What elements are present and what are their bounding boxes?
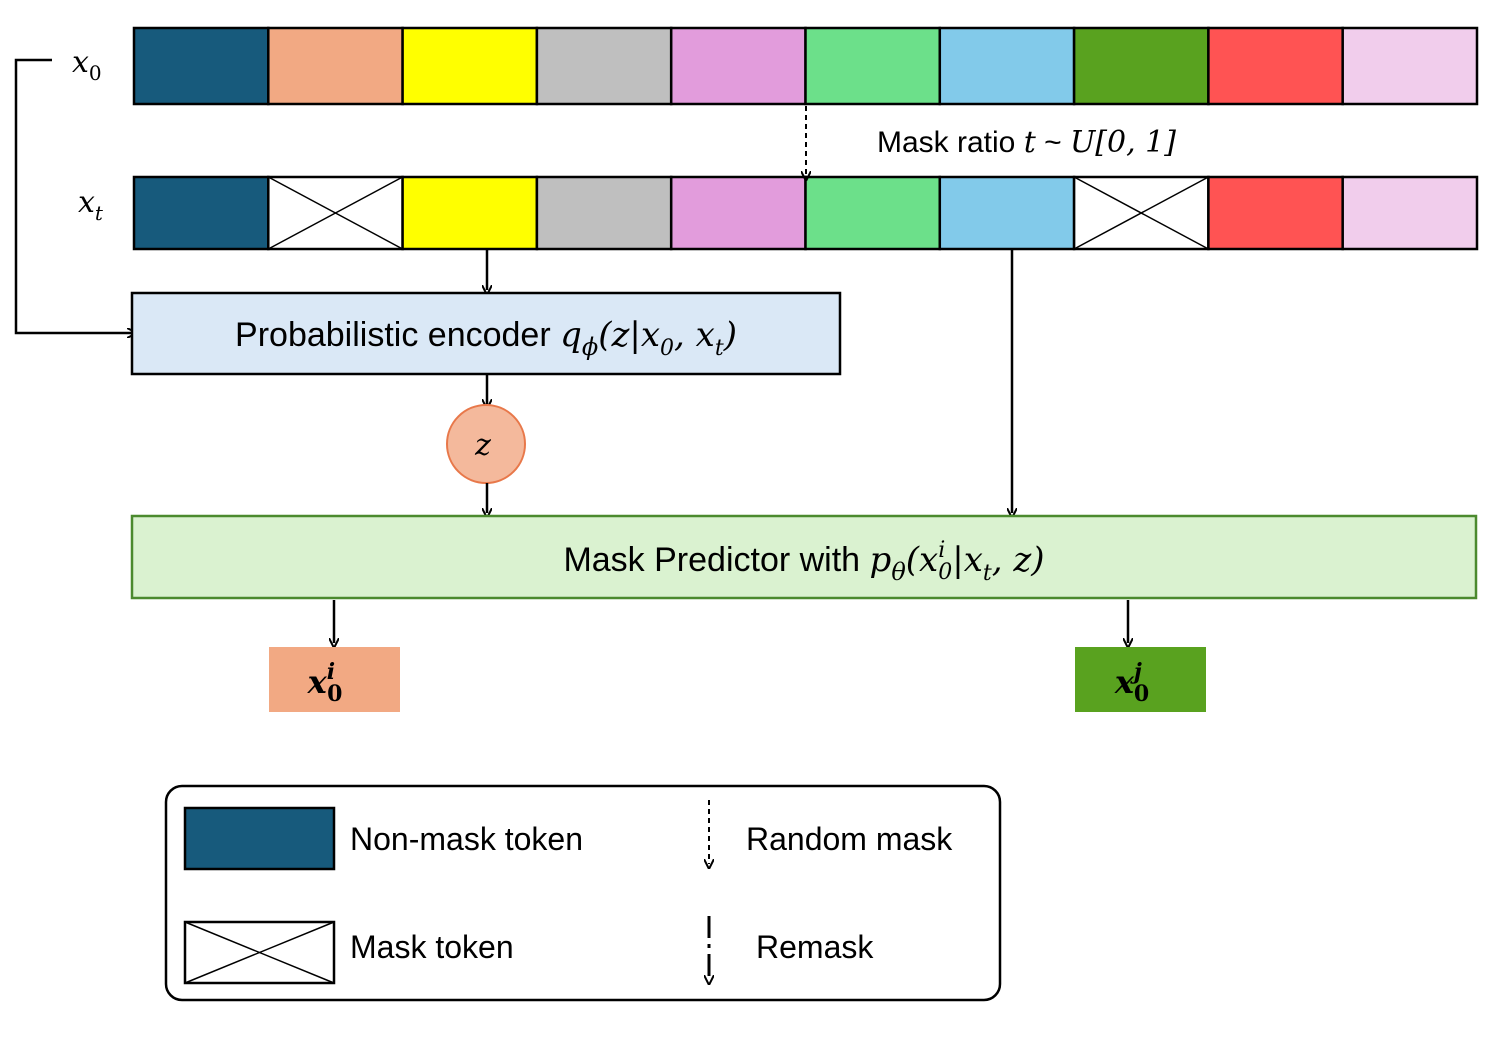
xt-mask-token: [1072, 175, 1210, 251]
xt-token: [804, 175, 942, 251]
x0-row-label: x0: [72, 45, 102, 85]
x0-token: [535, 26, 673, 106]
legend-mask-label: Mask token: [350, 929, 514, 965]
xt-token: [1207, 175, 1344, 251]
latent-z-label: z: [474, 428, 491, 463]
mask-ratio-label: Mask ratio t ~ U[0, 1]: [877, 125, 1176, 160]
probabilistic-encoder-box: [130, 291, 842, 376]
encoder-label: Probabilistic encoder qϕ(z|x0, xt): [235, 315, 737, 361]
x0-token: [1341, 26, 1479, 106]
x0-token: [804, 26, 942, 106]
x0-token: [938, 26, 1076, 106]
xt-token: [401, 175, 539, 251]
output-x0j-box: [1075, 647, 1206, 712]
x0-token: [401, 26, 539, 106]
xt-mask-token: [267, 175, 404, 251]
legend-box: [164, 784, 1002, 1002]
x0-token: [1207, 26, 1344, 106]
xt-token: [535, 175, 673, 251]
x0-to-encoder-arrow: [14, 58, 132, 333]
x0-token: [669, 26, 807, 106]
xt-token: [938, 175, 1076, 251]
x0-token-row: [132, 26, 1479, 106]
legend-non-mask-swatch: [183, 806, 336, 871]
xt-token: [1341, 175, 1479, 251]
x0-token: [267, 26, 404, 106]
legend-non-mask-label: Non-mask token: [350, 821, 583, 857]
x0-token: [1072, 26, 1210, 106]
legend-mask-swatch: [183, 920, 336, 985]
x0-token: [132, 26, 270, 106]
legend-random-mask-label: Random mask: [746, 821, 953, 857]
xt-token-row: [132, 175, 1479, 251]
xt-token: [132, 175, 270, 251]
output-x0i-box: [269, 647, 400, 712]
xt-row-label: xt: [78, 185, 104, 225]
legend-remask-label: Remask: [756, 929, 874, 965]
xt-token: [669, 175, 807, 251]
mask-predictor-box: [130, 514, 1478, 600]
